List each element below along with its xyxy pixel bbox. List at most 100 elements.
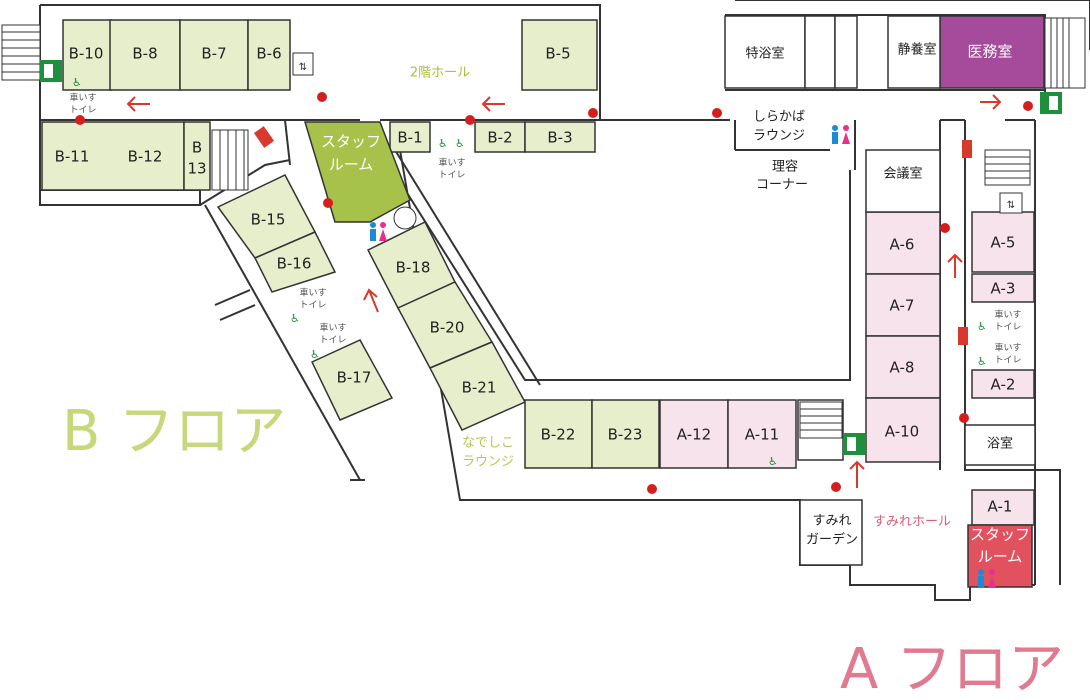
wc-label-5: 車いす [299, 287, 326, 299]
direction-arrows [126, 94, 1002, 488]
nadeshiko-lounge-label-1: なでしこ [462, 436, 514, 451]
room-b20: B-20 [430, 319, 465, 337]
medical-room-label: 医務室 [967, 43, 1012, 61]
staff-room-b-label-1: スタッフ [321, 133, 381, 151]
wc-label-3: 車いす [438, 157, 465, 169]
fire-extinguisher-icon [962, 140, 972, 158]
sumire-garden-label-1: すみれ [812, 514, 851, 529]
staff-room-a [967, 524, 1033, 588]
fire-extinguisher-icon [253, 126, 275, 148]
room-b18: B-18 [396, 259, 431, 277]
room-b2: B-2 [487, 129, 512, 147]
wheelchair-icon: ♿ [290, 312, 300, 325]
room-b15: B-15 [251, 211, 286, 229]
marker-dot [647, 484, 657, 494]
wc-label-4: トイレ [438, 171, 465, 181]
emergency-exit-icon [843, 433, 865, 455]
room-a5: A-5 [991, 234, 1016, 252]
arrow-up-icon [947, 253, 963, 278]
room-b8: B-8 [132, 45, 157, 63]
room-b21: B-21 [462, 379, 497, 397]
wc-label-1: 車いす [69, 92, 96, 104]
room-b11: B-11 [55, 148, 90, 166]
arrow-up-icon [849, 460, 865, 488]
marker-dot [323, 198, 333, 208]
marker-dot [1023, 101, 1033, 111]
sumire-hall-label: すみれホール [873, 515, 951, 530]
room-a10: A-10 [885, 423, 919, 441]
restroom-icon [370, 222, 387, 241]
wc-label-8: トイレ [319, 336, 346, 346]
room-a6: A-6 [890, 236, 915, 254]
wheelchair-icon: ♿ [455, 137, 465, 150]
barber-label-2: コーナー [756, 178, 808, 193]
room-b23: B-23 [608, 426, 643, 444]
elevator-icon: ⇅ [292, 52, 314, 76]
sumire-garden-label-2: ガーデン [806, 532, 858, 548]
room-a3: A-3 [991, 280, 1016, 298]
rest-room-label: 静養室 [897, 42, 936, 58]
walls [39, 0, 1090, 601]
staff-room-a-label-1: スタッフ [970, 526, 1030, 544]
room-a2: A-2 [991, 376, 1016, 394]
elevator-icon: ⇅ [999, 192, 1023, 214]
room-a7: A-7 [890, 297, 915, 315]
restroom-icon [832, 125, 850, 144]
wc-label-6: トイレ [299, 301, 326, 311]
wc-label-11: 車いす [994, 342, 1021, 354]
b-rooms [41, 19, 660, 469]
room-b16: B-16 [277, 255, 312, 273]
room-b13-top: B [192, 139, 202, 157]
marker-dot [317, 92, 327, 102]
room-b3: B-3 [547, 129, 572, 147]
a-rooms [659, 211, 1035, 526]
room-b6: B-6 [256, 45, 281, 63]
nadeshiko-lounge-label-2: ラウンジ [462, 455, 514, 470]
stairs [1, 17, 1086, 439]
room-b22: B-22 [541, 426, 576, 444]
special-bath-label: 特浴室 [745, 46, 784, 62]
restroom-icon [978, 569, 996, 588]
room-b7: B-7 [201, 45, 226, 63]
room-b10: B-10 [69, 45, 104, 63]
shirakaba-lounge-label-1: しらかば [753, 110, 805, 125]
svg-text:⇅: ⇅ [299, 62, 307, 73]
marker-dot [940, 223, 950, 233]
wheelchair-icon: ♿ [310, 348, 320, 361]
staff-room-b-label-2: ルーム [329, 156, 374, 174]
wc-label-9: 車いす [994, 309, 1021, 321]
room-b17: B-17 [337, 369, 372, 387]
room-b5: B-5 [545, 45, 570, 63]
wc-label-12: トイレ [994, 356, 1021, 366]
spiral-stair-icon [393, 206, 417, 230]
room-b12: B-12 [128, 148, 163, 166]
room-a11: A-11 [745, 426, 779, 444]
marker-dot [831, 482, 841, 492]
room-b13-bottom: 13 [187, 160, 206, 178]
arrow-upleft-icon [363, 288, 379, 313]
wheelchair-icon: ♿ [768, 455, 778, 468]
room-a1: A-1 [988, 498, 1013, 516]
svg-text:⇅: ⇅ [1007, 200, 1015, 211]
floor-b-title: B フロア [62, 399, 286, 464]
arrow-left-icon [126, 96, 150, 112]
fire-extinguisher-icon [958, 327, 968, 345]
medical-room [939, 15, 1045, 89]
shirakaba-lounge-label-2: ラウンジ [753, 129, 805, 144]
wc-label-2: トイレ [69, 106, 96, 116]
room-a12: A-12 [677, 426, 711, 444]
emergency-exit-icon [1040, 92, 1062, 114]
wheelchair-icon: ♿ [977, 320, 987, 333]
wheelchair-icon: ♿ [438, 137, 448, 150]
marker-dots [75, 92, 1033, 494]
marker-dot [712, 108, 722, 118]
wheelchair-icon: ♿ [977, 355, 987, 368]
floor-a-title: A フロア [840, 637, 1064, 700]
wc-label-10: トイレ [994, 323, 1021, 333]
arrow-right-icon [980, 94, 1002, 110]
room-b1: B-1 [397, 129, 422, 147]
hall-2f-label: 2階ホール [410, 66, 470, 81]
wc-label-7: 車いす [319, 322, 346, 334]
marker-dot [588, 108, 598, 118]
